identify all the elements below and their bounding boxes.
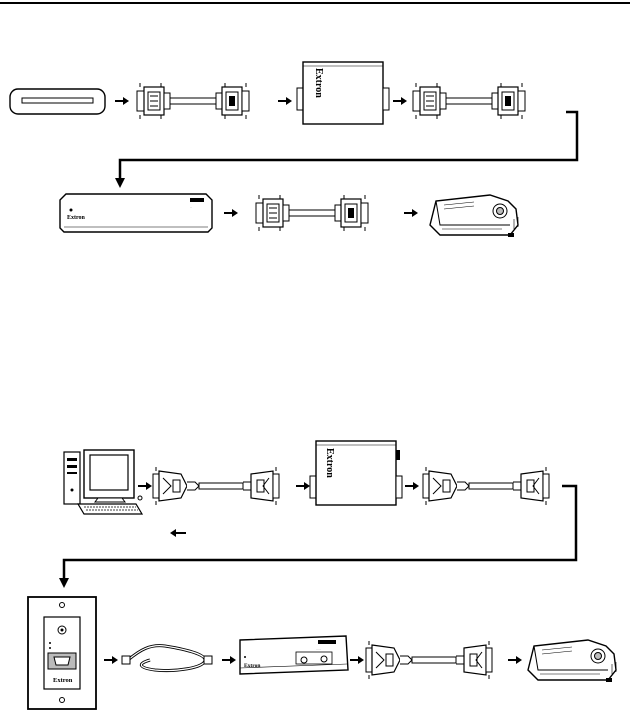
arrow-icon <box>115 97 129 105</box>
arrow-icon <box>393 97 407 105</box>
extron-logo: Extron <box>324 448 335 478</box>
arrow-icon <box>508 656 522 664</box>
extron-switcher-unit: ·· Extron <box>60 194 212 232</box>
twisted-pair-cable-icon <box>122 646 212 671</box>
dvi-cable-icon <box>413 83 525 119</box>
arrow-icon <box>350 656 364 664</box>
dvi-cable-icon <box>137 83 249 119</box>
projector-icon <box>528 640 616 682</box>
arrow-icon <box>59 578 69 588</box>
arrow-icon <box>296 482 310 490</box>
svg-text:··: ·· <box>190 205 192 209</box>
arrow-icon <box>104 656 118 664</box>
extron-logo: Extron <box>244 663 260 669</box>
arrow-icon <box>278 97 292 105</box>
dvi-player-device <box>10 89 105 114</box>
arrow-icon <box>224 209 238 217</box>
vga-cable-icon <box>153 467 279 505</box>
svg-text:·····: ····· <box>316 647 321 651</box>
arrow-icon <box>404 209 418 217</box>
vga-cable-icon <box>423 467 549 505</box>
extron-interface-unit: Extron <box>310 441 402 505</box>
extron-logo: Extron <box>67 215 86 221</box>
dvi-cable-icon <box>256 195 368 231</box>
arrow-icon <box>405 482 419 490</box>
extron-logo: Extron <box>313 68 324 98</box>
extron-logo: Extron <box>53 677 73 684</box>
extron-receiver-unit: ····· Extron <box>240 636 348 674</box>
computer-icon <box>64 450 142 514</box>
arrow-icon <box>222 656 236 664</box>
wallplate-unit: Extron <box>28 597 96 709</box>
projector-icon <box>430 195 518 237</box>
return-arrow-icon <box>170 529 186 537</box>
arrow-icon <box>115 178 125 188</box>
arrow-icon <box>138 482 152 490</box>
extron-interface-unit: Extron <box>297 62 389 124</box>
vga-cable-icon <box>366 641 492 679</box>
